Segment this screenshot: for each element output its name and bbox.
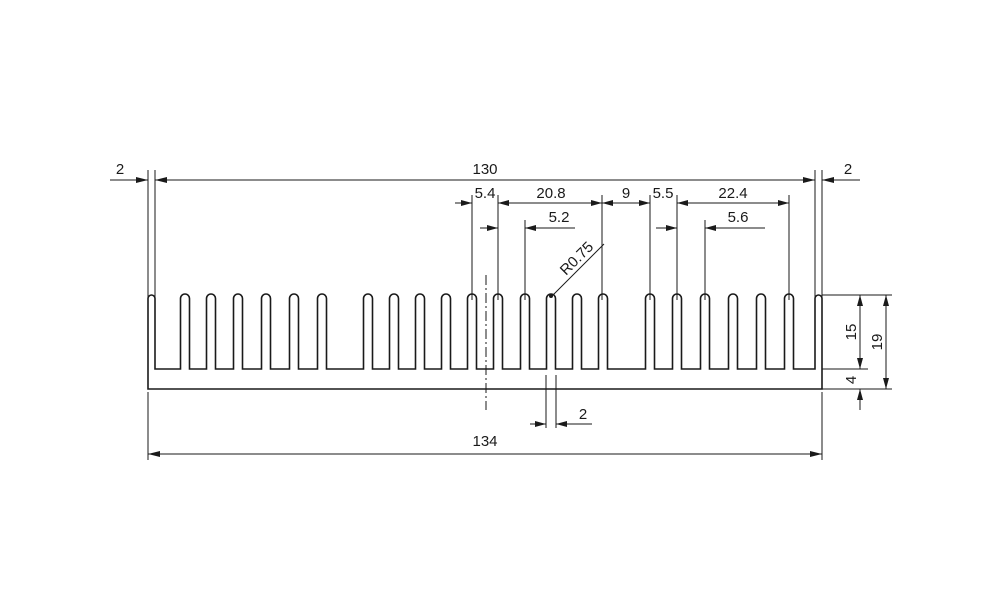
arrowhead [487,225,498,231]
arrowhead [857,295,863,306]
dim-label-5-4: 5.4 [475,185,496,202]
arrowhead [810,451,822,457]
heatsink-profile [147,293,823,390]
dim-label-22-4: 22.4 [718,185,747,202]
dim-label-overall-width: 134 [472,433,497,450]
dim-label-radius: R0.75 [557,239,597,279]
dim-label-9: 9 [622,185,630,202]
dim-label-fin-thickness: 2 [579,406,587,423]
dim-label-5-6: 5.6 [728,209,749,226]
arrowhead [148,451,160,457]
arrowhead [602,200,613,206]
radius-point [549,294,553,298]
arrowhead [498,200,509,206]
arrowhead [666,225,677,231]
arrowhead [136,177,148,183]
dimensions: 130 2 2 5.4 20.8 5.2 R0.75 [110,161,892,460]
dim-label-base-thickness: 4 [843,376,860,384]
arrowhead [591,200,602,206]
dim-label-right-wall: 2 [844,161,852,178]
dim-label-left-wall: 2 [116,161,124,178]
arrowhead [525,225,536,231]
dim-label-5-5: 5.5 [653,185,674,202]
dim-label-inner-width: 130 [472,161,497,178]
arrowhead [822,177,834,183]
arrowhead [461,200,472,206]
dim-label-fin-height: 15 [843,324,860,341]
arrowhead [705,225,716,231]
arrowhead [883,378,889,389]
radius-leader [550,243,605,298]
arrowhead [883,295,889,306]
arrowhead [155,177,167,183]
arrowhead [803,177,815,183]
arrowhead [639,200,650,206]
dim-label-total-height: 19 [869,334,886,351]
arrowhead [857,389,863,400]
arrowhead [857,358,863,369]
arrowhead [535,421,546,427]
dim-label-5-2: 5.2 [549,209,570,226]
arrowhead [778,200,789,206]
arrowhead [556,421,567,427]
heatsink-outline [147,293,823,390]
dim-label-20-8: 20.8 [536,185,565,202]
